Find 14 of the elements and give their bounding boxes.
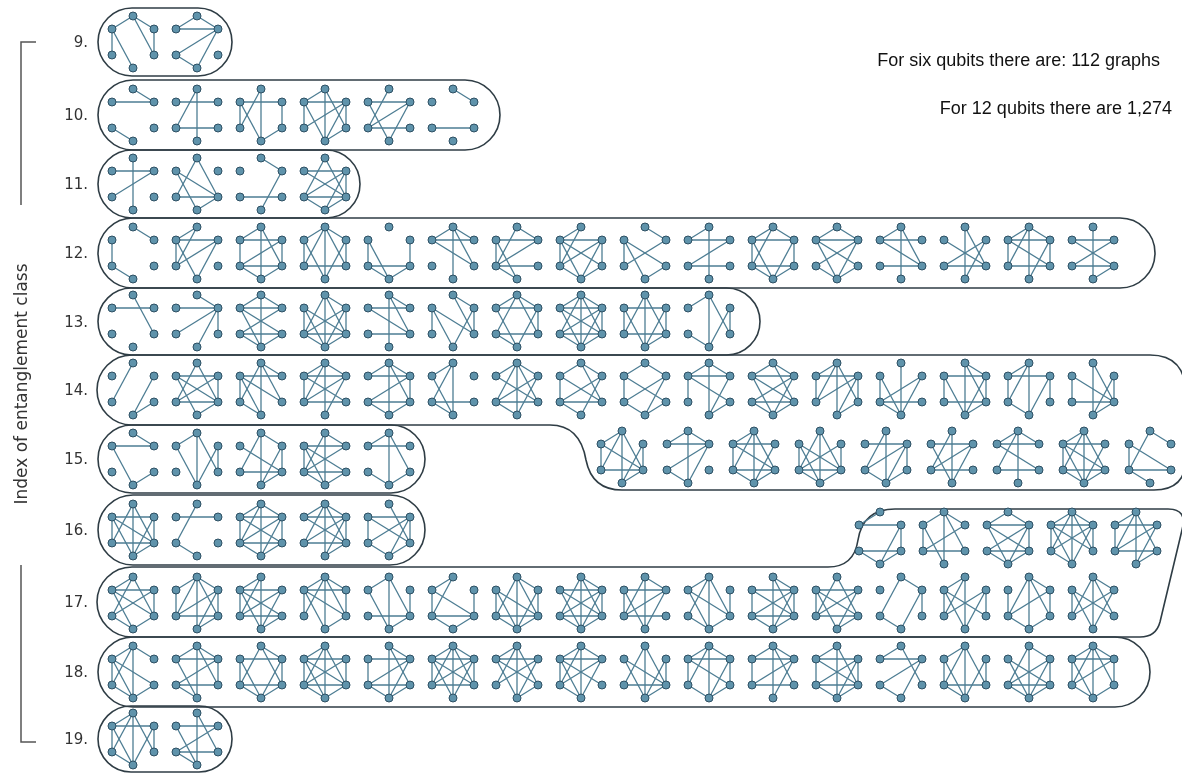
note-text: For 12 qubits there are 1,274 xyxy=(939,98,1172,119)
note-text: For six qubits there are: 112 graphs xyxy=(877,50,1160,71)
class-index: 14. xyxy=(63,381,88,399)
class-index: 16. xyxy=(63,521,88,539)
class-index: 11. xyxy=(63,175,88,193)
axis-label: Index of entanglement class xyxy=(11,262,31,507)
class-index: 17. xyxy=(63,593,88,611)
class-index: 18. xyxy=(63,663,88,681)
class-index: 19. xyxy=(63,730,88,748)
class-index: 15. xyxy=(63,450,88,468)
class-index: 12. xyxy=(63,244,88,262)
class-index: 10. xyxy=(63,106,88,124)
class-index: 9. xyxy=(72,33,88,51)
class-index: 13. xyxy=(63,312,88,331)
